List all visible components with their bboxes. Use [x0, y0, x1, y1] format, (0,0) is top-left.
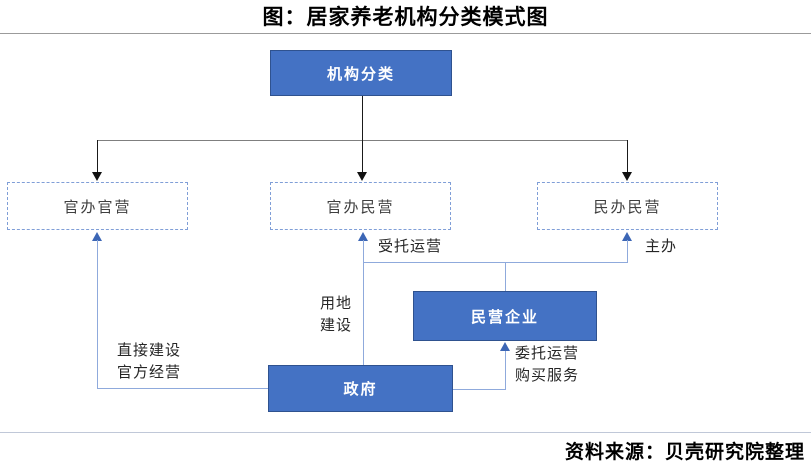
edge-label-line: 购买服务 [515, 367, 580, 384]
title-divider [0, 33, 811, 34]
arrowhead-up-gov-gov-icon [92, 232, 102, 241]
source-divider [0, 432, 811, 433]
edge-label-line: 官方经营 [117, 364, 182, 381]
node-private-enterprise: 民营企业 [413, 291, 597, 341]
arrowhead-down-right-icon [622, 172, 632, 181]
edge-label-entrusted-operation: 受托运营 [378, 238, 443, 255]
node-gov-built-private-run: 官办民营 [270, 182, 451, 230]
connector-enterprise-horizontal [363, 262, 628, 263]
edge-label-commission: 委托运营 购买服务 [515, 343, 579, 387]
arrowhead-down-left-icon [92, 172, 102, 181]
edge-label-line: 直接建设 [117, 342, 182, 359]
edge-label-land-construction: 用地 建设 [320, 293, 352, 337]
arrowhead-up-private-private-icon [622, 232, 632, 241]
source-note: 资料来源：贝壳研究院整理 [564, 441, 805, 463]
arrowhead-down-center-icon [357, 172, 367, 181]
edge-label-line: 建设 [320, 317, 353, 334]
connector-to-right-vertical [627, 240, 628, 262]
node-private-built-private-run: 民办民营 [537, 182, 718, 230]
connector-enterprise-stem [505, 262, 506, 291]
connector-gov-to-left-horizontal [97, 388, 268, 389]
node-gov-built-gov-run: 官办官营 [7, 182, 188, 230]
edge-label-host: 主办 [645, 238, 678, 255]
connector-gov-to-enterprise-vertical [505, 350, 506, 389]
connector-branch-left [97, 140, 98, 173]
connector-gov-to-left-vertical [97, 240, 98, 388]
connector-branch-right [627, 140, 628, 173]
figure-title: 图：居家养老机构分类模式图 [262, 4, 549, 29]
connector-root-stem [362, 96, 363, 140]
node-classification: 机构分类 [270, 50, 452, 96]
edge-label-direct-build: 直接建设 官方经营 [117, 340, 181, 384]
arrowhead-up-gov-private-icon [358, 232, 368, 241]
connector-gov-to-enterprise-horizontal [453, 389, 506, 390]
arrowhead-up-enterprise-icon [500, 342, 510, 351]
connector-gov-to-center-vertical [363, 240, 364, 365]
edge-label-line: 用地 [320, 295, 353, 312]
node-government: 政府 [268, 365, 453, 412]
edge-label-line: 委托运营 [515, 345, 580, 362]
connector-branch-center [362, 140, 363, 173]
